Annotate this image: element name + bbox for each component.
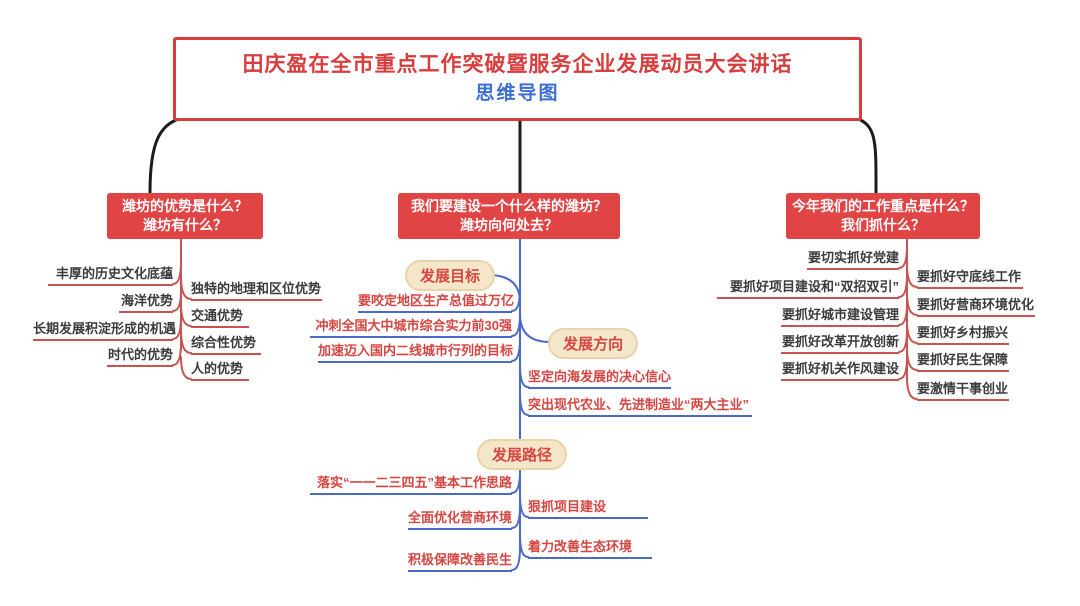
branch-left-header: 潍坊的优势是什么？ 潍坊有什么？ (107, 193, 263, 239)
node-passionate-entrepreneurship: 要激情干事创业 (917, 380, 1009, 401)
node-top30-target: 冲刺全国大中城市综合实力前30强 (310, 317, 512, 338)
node-basic-work-plan: 落实“一一二三四五”基本工作思路 (310, 474, 512, 495)
node-ocean-advantage: 海洋优势 (119, 292, 173, 313)
branch-middle-header: 我们要建设一个什么样的潍坊？ 潍坊向何处去？ (398, 193, 620, 239)
node-seaward-confidence: 坚定向海发展的决心信心 (528, 368, 671, 389)
node-party-building: 要切实抓好党建 (807, 249, 899, 270)
pill-development-path: 发展路径 (477, 439, 568, 470)
node-business-env-optimization: 要抓好营商环境优化 (917, 296, 1035, 317)
node-comprehensive-advantage: 综合性优势 (191, 334, 261, 355)
left-branch-wires (172, 238, 192, 380)
node-optimize-business-env: 全面优化营商环境 (408, 509, 512, 530)
node-people-advantage: 人的优势 (191, 360, 249, 381)
root-title-box: 田庆盈在全市重点工作突破暨服务企业发展动员大会讲话 思维导图 (173, 37, 862, 121)
pill-development-direction: 发展方向 (548, 328, 639, 359)
node-longterm-opportunity: 长期发展积淀形成的机遇 (33, 320, 176, 341)
node-rural-revitalization: 要抓好乡村振兴 (917, 324, 1009, 345)
node-project-construction: 狠抓项目建设 (528, 498, 648, 519)
branch-middle-header-line1: 我们要建设一个什么样的潍坊？ (411, 198, 607, 214)
node-era-advantage: 时代的优势 (107, 346, 173, 367)
node-bottom-line-work: 要抓好守底线工作 (917, 268, 1023, 289)
node-agency-workstyle: 要抓好机关作风建设 (781, 360, 899, 381)
node-livelihood-security: 要抓好民生保障 (917, 351, 1009, 372)
node-ecological-environment: 着力改善生态环境 (528, 538, 652, 559)
node-urban-construction: 要抓好城市建设管理 (781, 306, 899, 327)
branch-left-header-line1: 潍坊的优势是什么？ (122, 198, 248, 214)
branch-right-header-line1: 今年我们的工作重点是什么？ (792, 198, 974, 214)
root-title: 田庆盈在全市重点工作突破暨服务企业发展动员大会讲话 (242, 52, 793, 76)
node-two-main-industries: 突出现代农业、先进制造业“两大主业” (528, 396, 752, 417)
node-geo-location-advantage: 独特的地理和区位优势 (191, 280, 322, 301)
branch-middle-header-line2: 潍坊向何处去？ (460, 217, 558, 233)
branch-right-header-line2: 我们抓什么？ (841, 217, 925, 233)
node-gdp-target: 要咬定地区生产总值过万亿 (358, 292, 514, 313)
node-transport-advantage: 交通优势 (191, 307, 249, 328)
pill-development-goal: 发展目标 (405, 260, 496, 291)
node-second-tier-city-target: 加速迈入国内二线城市行列的目标 (318, 342, 513, 363)
node-improve-livelihood: 积极保障改善民生 (408, 551, 512, 572)
root-subtitle: 思维导图 (475, 82, 560, 104)
node-projects-double-recruit: 要抓好项目建设和“双招双引” (717, 278, 899, 299)
middle-branch-wires (487, 238, 551, 571)
right-branch-wires (898, 238, 918, 400)
node-history-culture: 丰厚的历史文化底蕴 (48, 265, 173, 286)
root-connectors (148, 115, 878, 195)
branch-left-header-line2: 潍坊有什么？ (143, 217, 227, 233)
branch-right-header: 今年我们的工作重点是什么？ 我们抓什么？ (786, 193, 980, 239)
node-reform-opening: 要抓好改革开放创新 (781, 333, 899, 354)
